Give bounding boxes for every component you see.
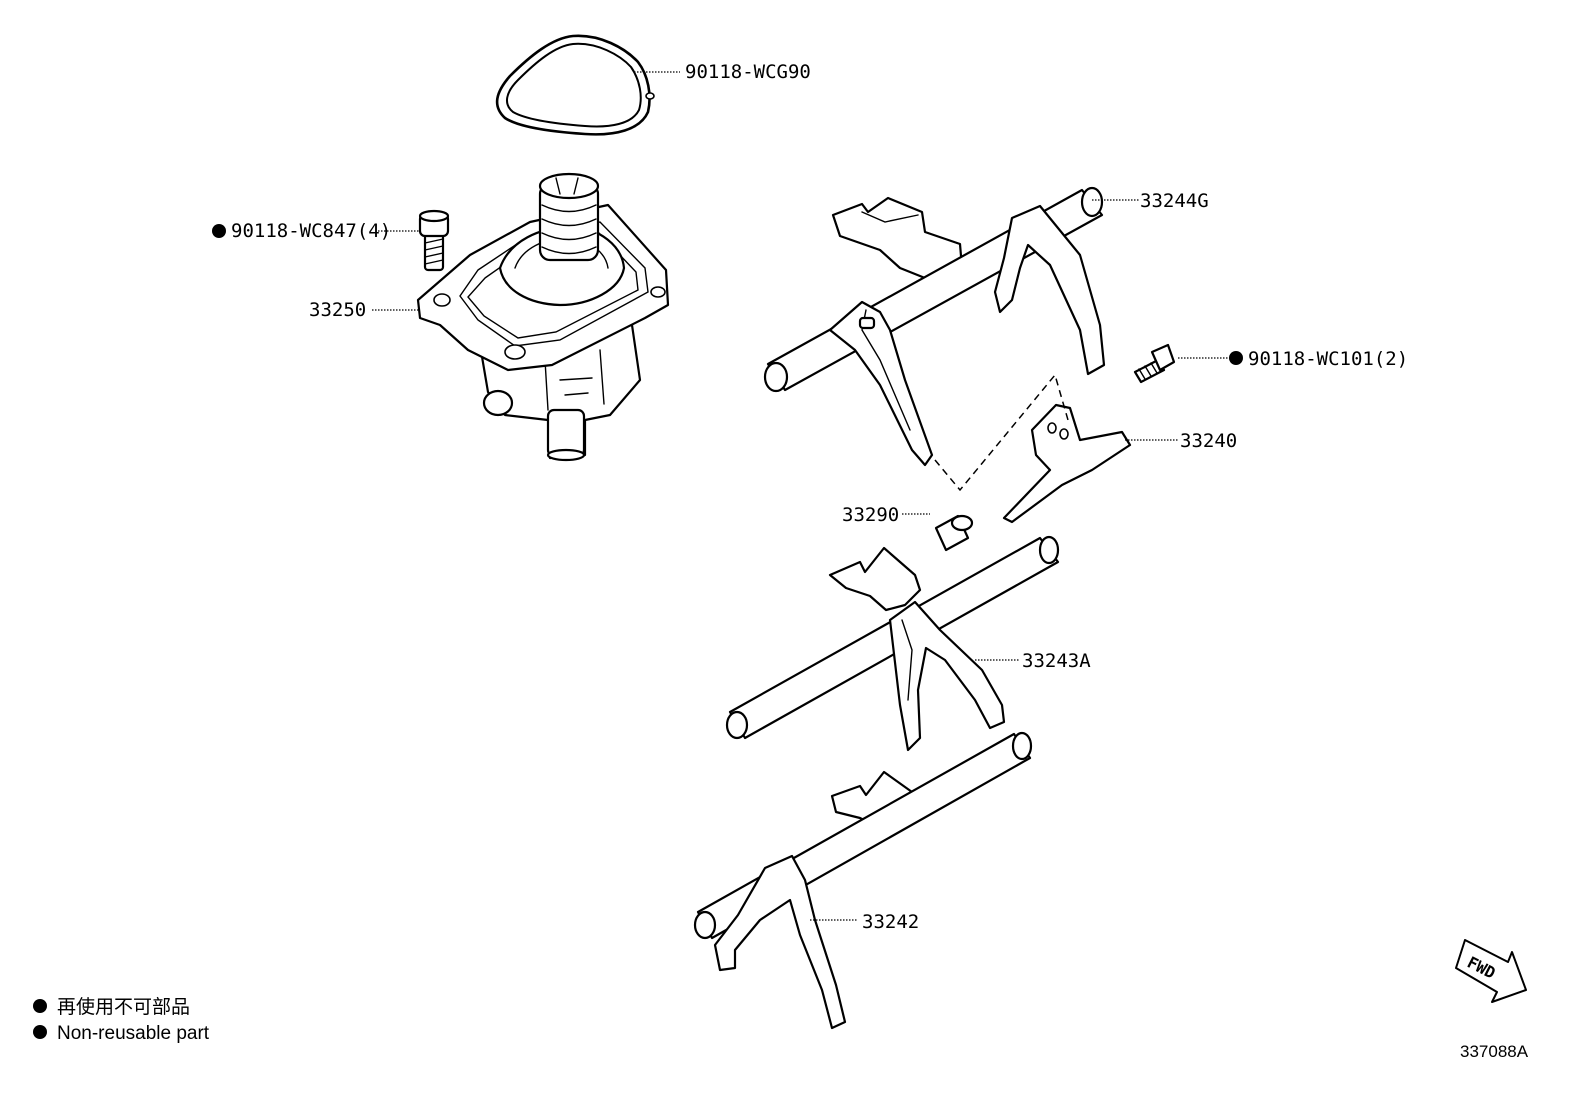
callout-33290: 33290 [842, 504, 899, 526]
shift-fork-33242 [693, 731, 1033, 1030]
assembly-guide-line [934, 373, 1069, 492]
legend: 再使用不可部品 Non-reusable part [33, 996, 210, 1044]
non-reusable-marker-right-bolt [1229, 351, 1243, 365]
callout-90118-wcg90: 90118-WCG90 [685, 61, 811, 83]
legend-marker-en [33, 1025, 47, 1039]
pin-33290 [934, 514, 974, 552]
socket-bolt-left [418, 209, 450, 272]
flange-bolt-right [1133, 343, 1176, 384]
shift-selector-assembly [416, 172, 670, 462]
diagram-code: 337088A [1460, 1042, 1529, 1061]
legend-marker-jp [33, 999, 47, 1013]
callout-90118-wc847: 90118-WC847(4) [231, 220, 391, 242]
callout-33250: 33250 [309, 299, 366, 321]
shift-lever-33240 [1002, 403, 1132, 524]
o-ring-gasket [495, 34, 655, 136]
shift-fork-33243a [725, 535, 1060, 752]
callout-33243a: 33243A [1022, 650, 1091, 672]
callout-33242: 33242 [862, 911, 919, 933]
non-reusable-marker-left-bolt [212, 224, 226, 238]
forward-direction-arrow: FWD [1455, 939, 1527, 1003]
callout-90118-wc101: 90118-WC101(2) [1248, 348, 1408, 370]
callout-33244g: 33244G [1140, 190, 1209, 212]
shift-fork-33244g [763, 186, 1106, 467]
legend-japanese: 再使用不可部品 [57, 996, 190, 1018]
legend-english: Non-reusable part [57, 1023, 210, 1044]
callout-33240: 33240 [1180, 430, 1237, 452]
